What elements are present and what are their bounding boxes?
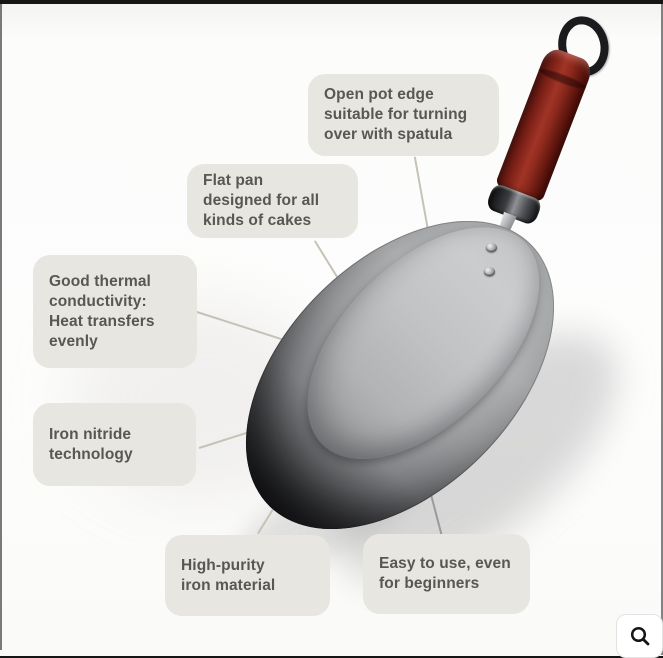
feature-callout-iron-nitride: Iron nitride technology — [33, 403, 196, 486]
feature-callout-open-pot-edge: Open pot edge suitable for turning over … — [308, 74, 499, 156]
frame-edge-right — [661, 4, 663, 655]
feature-callout-thermal-conductivity: Good thermal conductivity: Heat transfer… — [33, 255, 197, 368]
magnifier-icon — [629, 625, 651, 647]
frame-edge-left — [0, 4, 2, 650]
feature-callout-flat-pan: Flat pan designed for all kinds of cakes — [187, 164, 358, 238]
letterbox-bottom-bar — [0, 655, 663, 658]
feature-callout-high-purity: High-purity iron material — [165, 535, 330, 616]
feature-callout-easy-to-use: Easy to use, even for beginners — [363, 534, 530, 614]
letterbox-top-bar — [0, 0, 663, 4]
rivet — [484, 267, 495, 276]
image-zoom-button[interactable] — [616, 614, 663, 658]
rivet — [486, 243, 497, 252]
